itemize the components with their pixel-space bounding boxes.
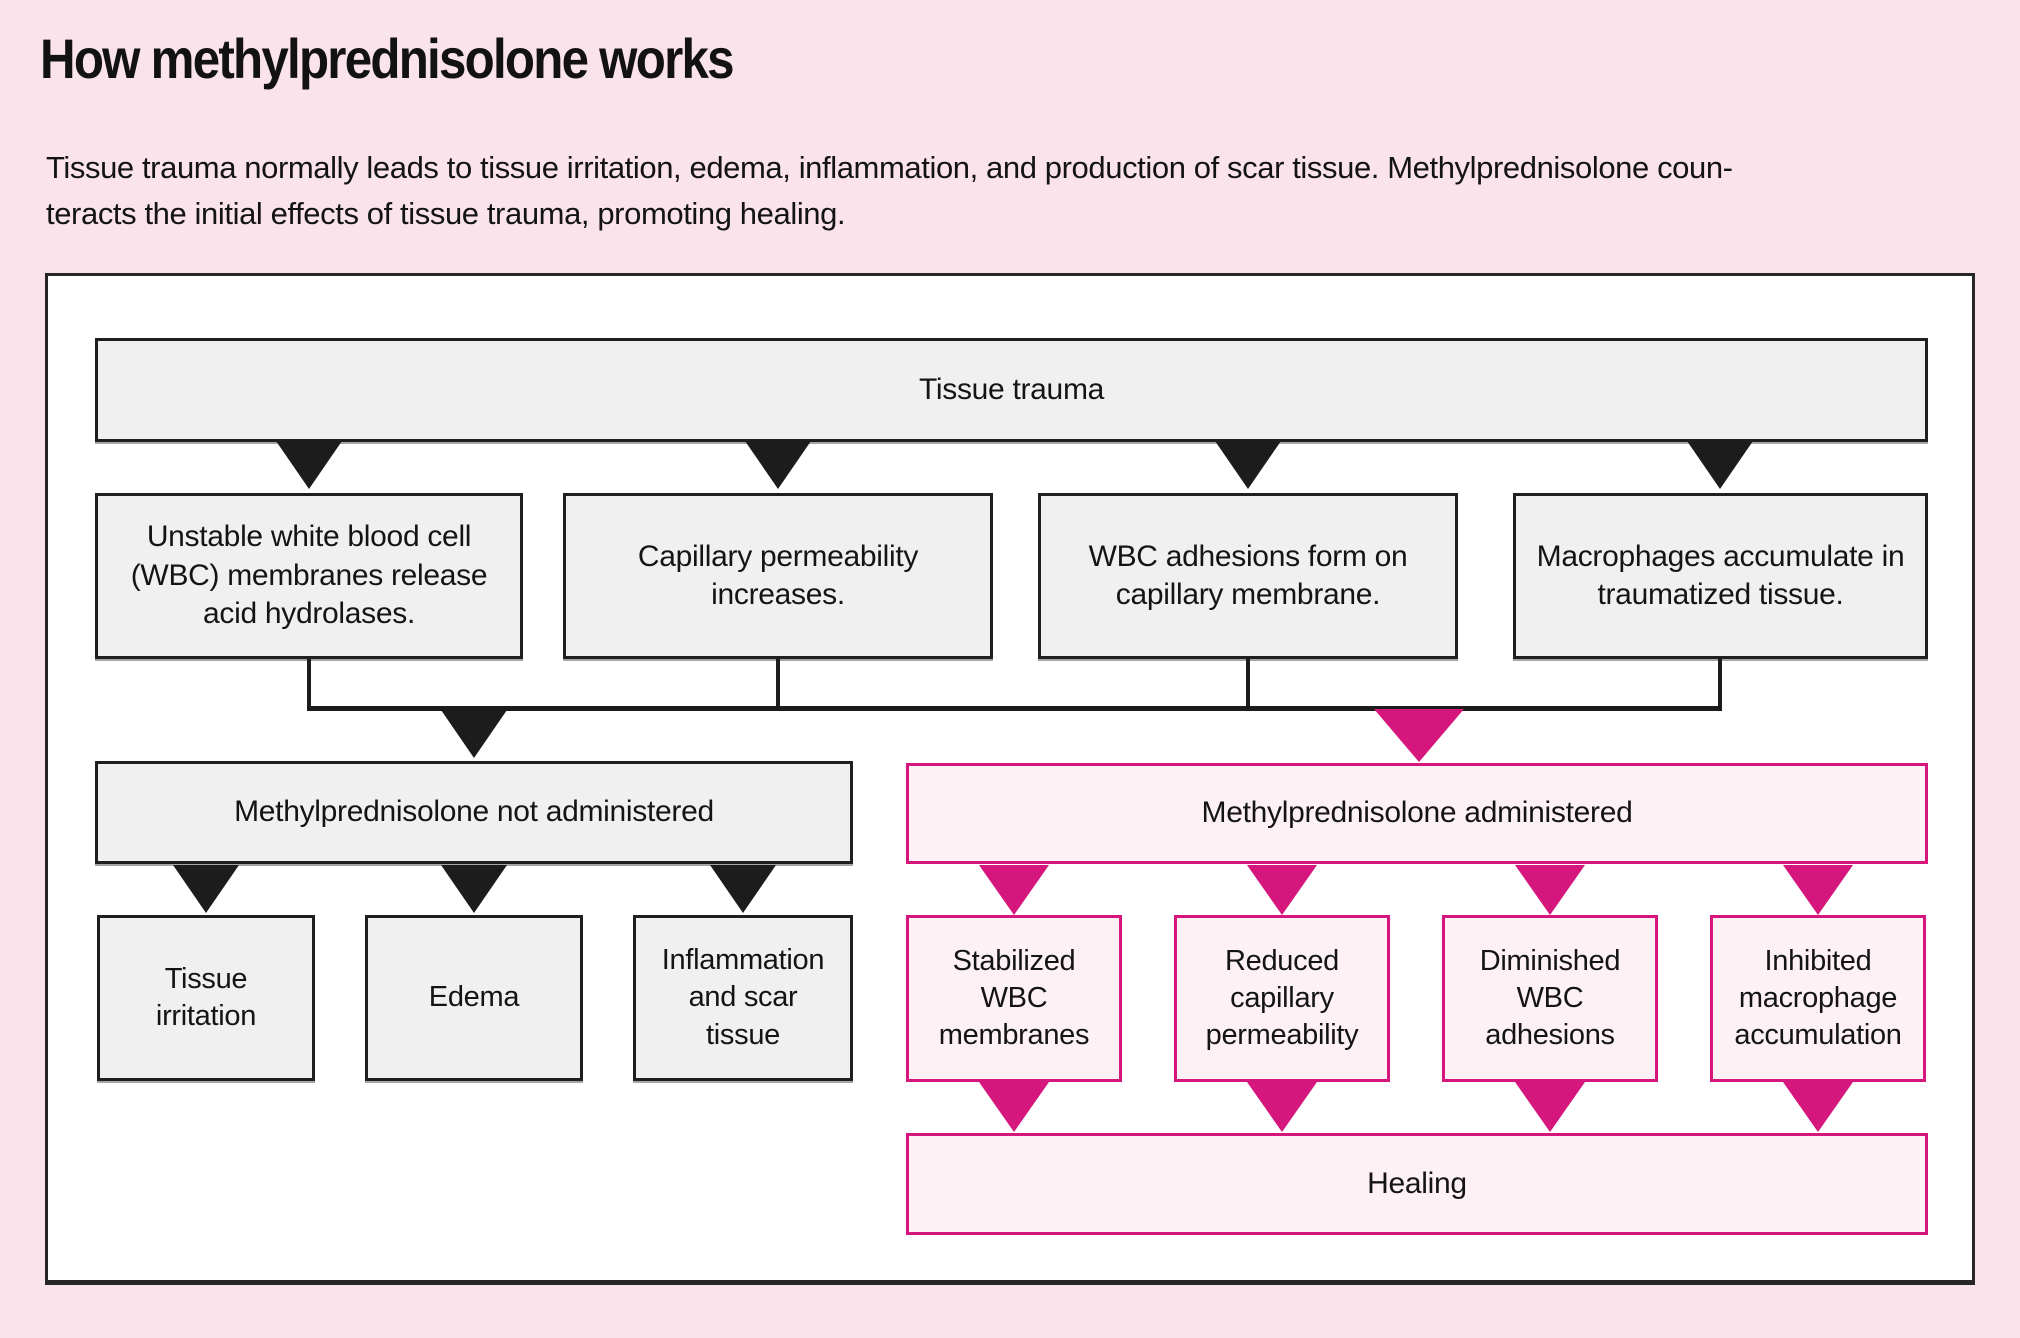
- arrow-down-icon-trauma-4: [1687, 441, 1753, 489]
- box-not-administered: Methylprednisolone not administered: [95, 761, 853, 864]
- page-title: How methylprednisolone works: [40, 27, 735, 90]
- box-stabilized-wbc: Stabilized WBC membranes: [906, 915, 1122, 1082]
- arrow-down-icon-left-outcome-3: [710, 865, 776, 913]
- box-effect-macrophages-label: Macrophages accumulate in traumatized ti…: [1536, 539, 1905, 611]
- box-inflammation-scar: Inflammation and scar tissue: [633, 915, 853, 1081]
- box-effect-macrophages: Macrophages accumulate in traumatized ti…: [1513, 493, 1928, 659]
- arrow-down-icon-healing-3: [1515, 1082, 1585, 1132]
- arrow-down-icon-branch-left: [441, 710, 507, 758]
- arrow-down-icon-right-outcome-1: [979, 865, 1049, 915]
- box-effect-capillary-permeability-label: Capillary permeability increases.: [637, 539, 919, 611]
- box-diminished-adhesions-label: Diminished WBC adhesions: [1479, 944, 1621, 1052]
- box-diminished-adhesions: Diminished WBC adhesions: [1442, 915, 1658, 1082]
- box-edema: Edema: [365, 915, 583, 1081]
- box-tissue-trauma-label: Tissue trauma: [918, 372, 1105, 406]
- arrow-down-icon-healing-2: [1247, 1082, 1317, 1132]
- arrow-down-icon-healing-4: [1783, 1082, 1853, 1132]
- flowchart-panel: Tissue trauma Unstable white blood cell …: [45, 273, 1975, 1285]
- connector-vertical-4: [1718, 659, 1722, 711]
- box-effect-wbc-adhesions-label: WBC adhesions form on capillary membrane…: [1088, 539, 1408, 611]
- arrow-down-icon-right-outcome-3: [1515, 865, 1585, 915]
- box-not-administered-label: Methylprednisolone not administered: [234, 795, 714, 829]
- box-inflammation-scar-label: Inflammation and scar tissue: [661, 944, 825, 1051]
- intro-line-2: teracts the initial effects of tissue tr…: [46, 196, 846, 231]
- connector-vertical-3: [1246, 659, 1250, 711]
- box-effect-wbc-membranes: Unstable white blood cell (WBC) membrane…: [95, 493, 523, 659]
- box-tissue-irritation: Tissue irritation: [97, 915, 315, 1081]
- box-tissue-irritation-label: Tissue irritation: [155, 962, 257, 1032]
- arrow-down-icon-right-outcome-2: [1247, 865, 1317, 915]
- box-inhibited-macrophage: Inhibited macrophage accumulation: [1710, 915, 1926, 1082]
- arrow-down-icon-trauma-3: [1215, 441, 1281, 489]
- connector-vertical-1: [307, 659, 311, 711]
- box-administered-label: Methylprednisolone administered: [1201, 796, 1633, 830]
- box-administered: Methylprednisolone administered: [906, 763, 1928, 864]
- arrow-down-icon-right-outcome-4: [1783, 865, 1853, 915]
- box-effect-capillary-permeability: Capillary permeability increases.: [563, 493, 993, 659]
- box-healing-label: Healing: [1367, 1166, 1467, 1200]
- box-tissue-trauma: Tissue trauma: [95, 338, 1928, 442]
- box-effect-wbc-membranes-label: Unstable white blood cell (WBC) membrane…: [130, 520, 488, 631]
- box-reduced-permeability-label: Reduced capillary permeability: [1205, 944, 1359, 1052]
- connector-vertical-2: [776, 659, 780, 711]
- box-edema-label: Edema: [428, 981, 520, 1014]
- arrow-down-icon-left-outcome-2: [441, 865, 507, 913]
- box-inhibited-macrophage-label: Inhibited macrophage accumulation: [1734, 944, 1902, 1052]
- arrow-down-icon-branch-right: [1374, 709, 1464, 762]
- box-healing: Healing: [906, 1133, 1928, 1235]
- arrow-down-icon-healing-1: [979, 1082, 1049, 1132]
- arrow-down-icon-trauma-2: [745, 441, 811, 489]
- connector-horizontal: [307, 706, 1722, 711]
- arrow-down-icon-left-outcome-1: [173, 865, 239, 913]
- intro-line-1: Tissue trauma normally leads to tissue i…: [46, 150, 1733, 185]
- arrow-down-icon-trauma-1: [276, 441, 342, 489]
- box-effect-wbc-adhesions: WBC adhesions form on capillary membrane…: [1038, 493, 1458, 659]
- box-reduced-permeability: Reduced capillary permeability: [1174, 915, 1390, 1082]
- box-stabilized-wbc-label: Stabilized WBC membranes: [938, 944, 1090, 1052]
